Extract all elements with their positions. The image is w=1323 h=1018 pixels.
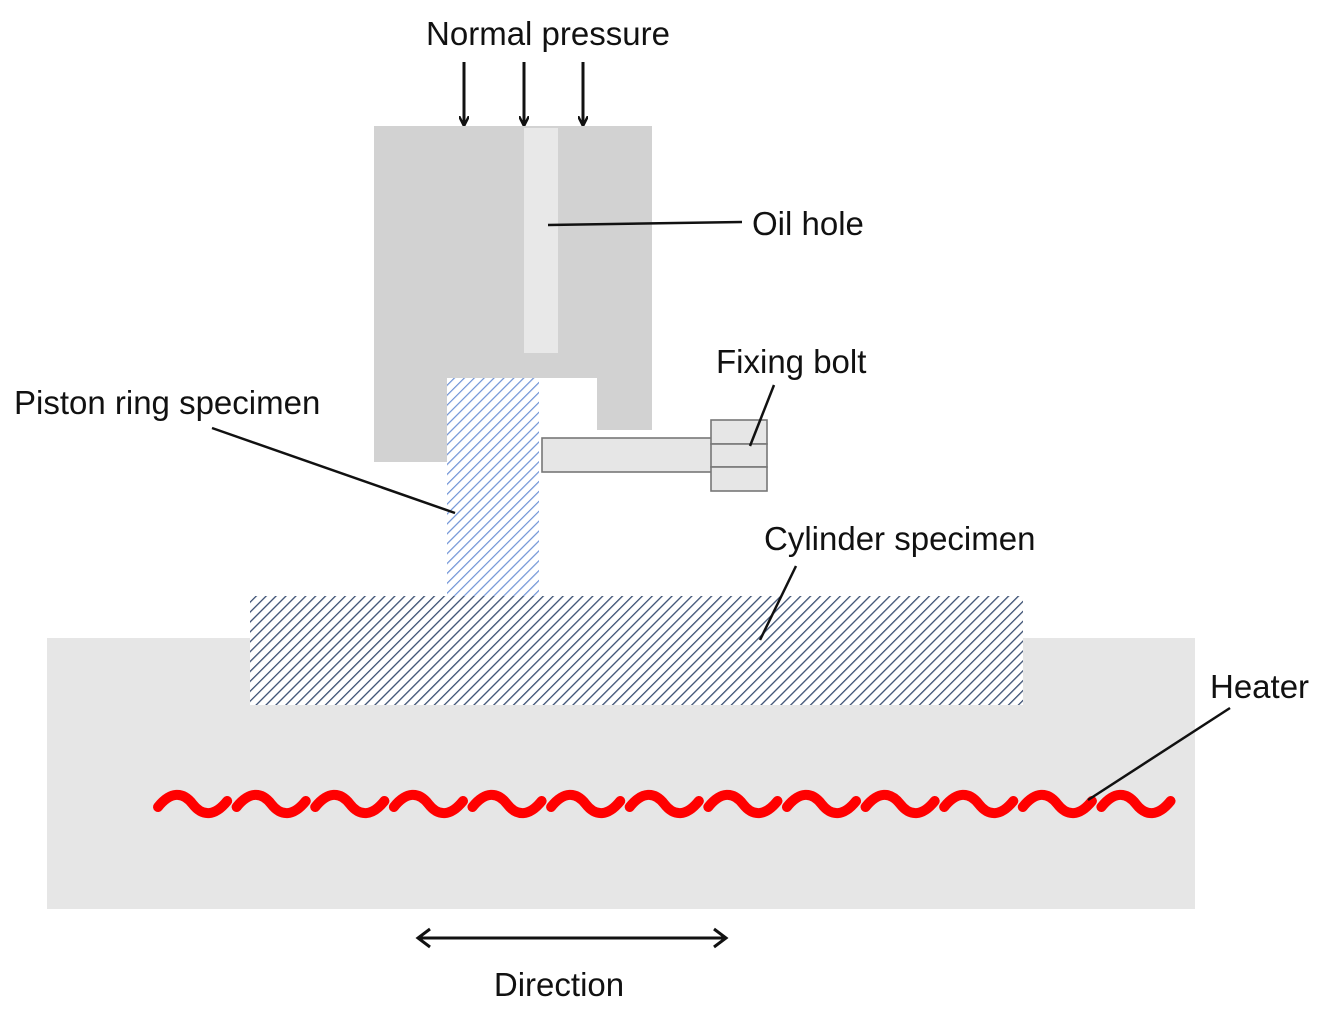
piston-ring-specimen	[447, 378, 539, 596]
heater-wave	[624, 789, 704, 819]
oil-hole-leader	[547, 220, 743, 227]
heater-wave	[467, 789, 547, 819]
label-oil-hole: Oil hole	[752, 205, 864, 242]
piston-ring-leader	[211, 426, 456, 515]
heater-wave	[703, 789, 783, 819]
heater-wave	[1096, 789, 1176, 819]
heater-wave	[310, 789, 390, 819]
label-normal-pressure: Normal pressure	[426, 15, 670, 52]
heater-wave	[153, 789, 233, 819]
heater-wave	[1017, 789, 1097, 819]
label-heater: Heater	[1210, 668, 1309, 705]
heater-waves	[153, 789, 1176, 819]
heater-wave	[860, 789, 940, 819]
fixing-bolt	[541, 419, 768, 492]
cylinder-specimen	[250, 596, 1023, 705]
pressure-arrows	[464, 62, 583, 124]
fixing-bolt-leader	[748, 384, 776, 447]
heater-wave	[939, 789, 1019, 819]
label-piston-ring-specimen: Piston ring specimen	[14, 384, 320, 421]
heater-wave	[781, 789, 862, 819]
label-direction: Direction	[494, 966, 624, 1003]
specimen-holder	[374, 126, 652, 462]
oil-hole	[524, 128, 558, 353]
heater-wave	[231, 789, 311, 819]
heater-wave	[546, 789, 626, 819]
cylinder-leader	[758, 565, 798, 641]
direction-arrow	[415, 927, 729, 949]
label-cylinder-specimen: Cylinder specimen	[764, 520, 1035, 557]
heater-leader	[1087, 706, 1231, 802]
heater-wave	[388, 789, 469, 819]
label-fixing-bolt: Fixing bolt	[716, 343, 866, 380]
